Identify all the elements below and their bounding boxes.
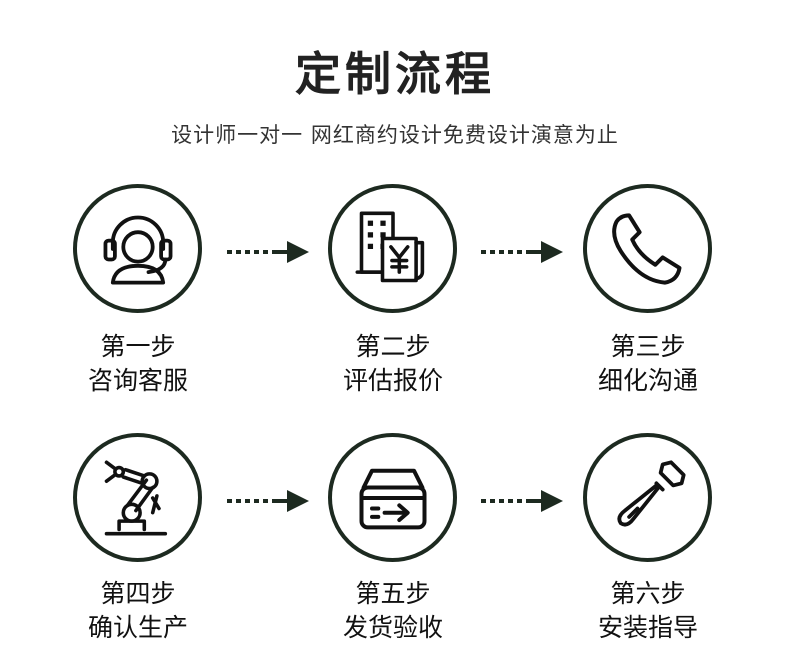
step-1-circle (73, 184, 202, 313)
step-6-circle (583, 433, 712, 562)
step-number: 第二步 (355, 332, 431, 361)
delivery-box-icon (359, 468, 426, 529)
step-3-label: 第三步 细化沟通 (558, 330, 738, 398)
page-subtitle: 设计师一对一 网红商约设计免费设计演意为止 (171, 123, 619, 147)
step-name: 确认生产 (87, 613, 188, 642)
step-2-label: 第二步 评估报价 (303, 330, 483, 398)
step-name: 咨询客服 (87, 366, 188, 395)
step-name: 细化沟通 (597, 366, 698, 395)
screwdriver-icon (616, 459, 686, 526)
step-number: 第三步 (610, 332, 686, 361)
arrow-step-2-to-3 (481, 241, 563, 263)
step-name: 发货验收 (342, 613, 443, 642)
step-number: 第一步 (100, 332, 176, 361)
step-number: 第四步 (100, 579, 176, 608)
page-title: 定制流程 (295, 47, 495, 101)
step-2-circle (328, 184, 457, 313)
robot-arm-icon (104, 460, 167, 535)
step-number: 第六步 (610, 579, 686, 608)
step-4-label: 第四步 确认生产 (48, 577, 228, 645)
step-6-label: 第六步 安装指导 (558, 577, 738, 645)
step-name: 评估报价 (342, 366, 443, 395)
arrow-step-5-to-6 (481, 490, 563, 512)
building-yen-quote-icon (355, 211, 424, 282)
step-1-label: 第一步 咨询客服 (48, 330, 228, 398)
phone-icon (611, 212, 681, 285)
step-5-label: 第五步 发货验收 (303, 577, 483, 645)
step-5-circle (328, 433, 457, 562)
step-name: 安装指导 (597, 613, 698, 642)
step-4-circle (73, 433, 202, 562)
arrow-step-1-to-2 (227, 241, 309, 263)
arrow-step-4-to-5 (227, 490, 309, 512)
step-3-circle (583, 184, 712, 313)
step-number: 第五步 (355, 579, 431, 608)
headset-support-icon (103, 215, 172, 284)
